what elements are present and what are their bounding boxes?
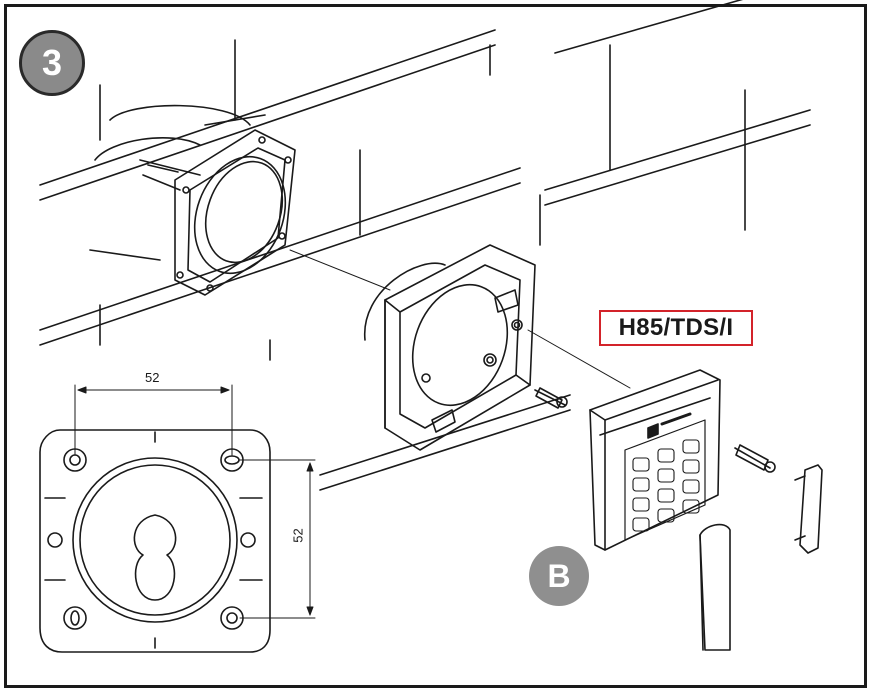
- keypad-unit: [589, 369, 721, 551]
- screws: [534, 387, 776, 473]
- conduit-pipe: [89, 104, 266, 261]
- drilling-template: [39, 429, 271, 653]
- dimension-height-label: 52: [290, 528, 306, 543]
- brick-wall: [39, 0, 811, 491]
- diagram-frame: [4, 4, 867, 688]
- step-number-badge: 3: [19, 30, 85, 96]
- flush-box: [142, 129, 296, 296]
- clip-bracket: [794, 464, 823, 554]
- dimension-width-label: 52: [145, 370, 160, 385]
- part-letter-badge: B: [529, 546, 589, 606]
- mounting-base: [364, 244, 536, 451]
- dimension-lines: [74, 384, 316, 619]
- side-cover: [699, 523, 731, 651]
- model-label: H85/TDS/I: [599, 310, 753, 346]
